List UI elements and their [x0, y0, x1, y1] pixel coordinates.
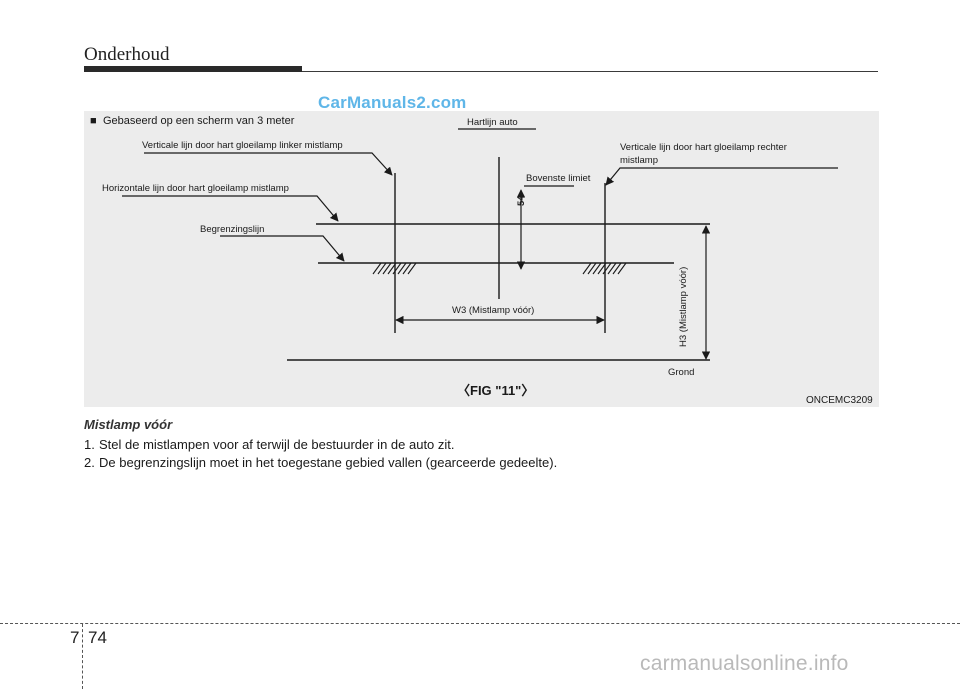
fog-lamp-diagram: ■ Gebaseerd op een scherm van 3 meter Ha…	[84, 111, 879, 407]
chapter-number: 7	[70, 628, 80, 647]
note-text: Gebaseerd op een scherm van 3 meter	[103, 115, 295, 127]
watermark-bottom: carmanualsonline.info	[640, 652, 849, 675]
leader-horizontal	[122, 195, 339, 222]
label-vertical-right-line1: Verticale lijn door hart gloeilamp recht…	[620, 142, 787, 153]
label-grond: Grond	[668, 367, 694, 378]
label-vertical-right-line2: mistlamp	[620, 155, 658, 166]
page-number-divider	[82, 624, 83, 689]
step-number: 1.	[84, 437, 95, 452]
step-text: De begrenzingslijn moet in het toegestan…	[99, 455, 558, 470]
leader-begrenzing	[220, 235, 345, 262]
label-horizontal: Horizontale lijn door hart gloeilamp mis…	[102, 183, 289, 194]
figure-code: ONCEMC3209	[806, 395, 873, 406]
label-hartlijn: Hartlijn auto	[467, 117, 518, 128]
leader-vertical-right	[605, 167, 838, 186]
figure-caption: 〈FIG "11"〉	[457, 383, 534, 398]
diagram-svg: ■ Gebaseerd op een scherm van 3 meter Ha…	[90, 115, 873, 406]
label-vertical-left: Verticale lijn door hart gloeilamp linke…	[142, 140, 343, 151]
section-heading: Mistlamp vóór	[84, 417, 173, 432]
header-rule	[302, 71, 878, 72]
instruction-step: 2. De begrenzingslijn moet in het toeges…	[84, 454, 557, 472]
watermark-top: CarManuals2.com	[318, 93, 467, 112]
note-marker: ■	[90, 115, 97, 127]
step-number: 2.	[84, 455, 95, 470]
label-bovenste: Bovenste limiet	[526, 173, 591, 184]
header-bar	[84, 66, 302, 72]
step-text: Stel de mistlampen voor af terwijl de be…	[99, 437, 455, 452]
instruction-list: 1. Stel de mistlampen voor af terwijl de…	[84, 436, 557, 472]
hatch-left	[372, 262, 417, 275]
footer-divider	[0, 623, 960, 624]
label-begrenzing: Begrenzingslijn	[200, 224, 264, 235]
label-dim-54: 54	[516, 195, 527, 206]
label-w3: W3 (Mistlamp vóór)	[452, 305, 534, 316]
page-header-title: Onderhoud	[84, 44, 170, 65]
label-h3: H3 (Mistlamp vóór)	[678, 267, 689, 347]
instruction-step: 1. Stel de mistlampen voor af terwijl de…	[84, 436, 557, 454]
page-number: 74	[88, 628, 107, 647]
leader-vertical-left	[144, 152, 393, 176]
hatch-right	[582, 262, 627, 275]
